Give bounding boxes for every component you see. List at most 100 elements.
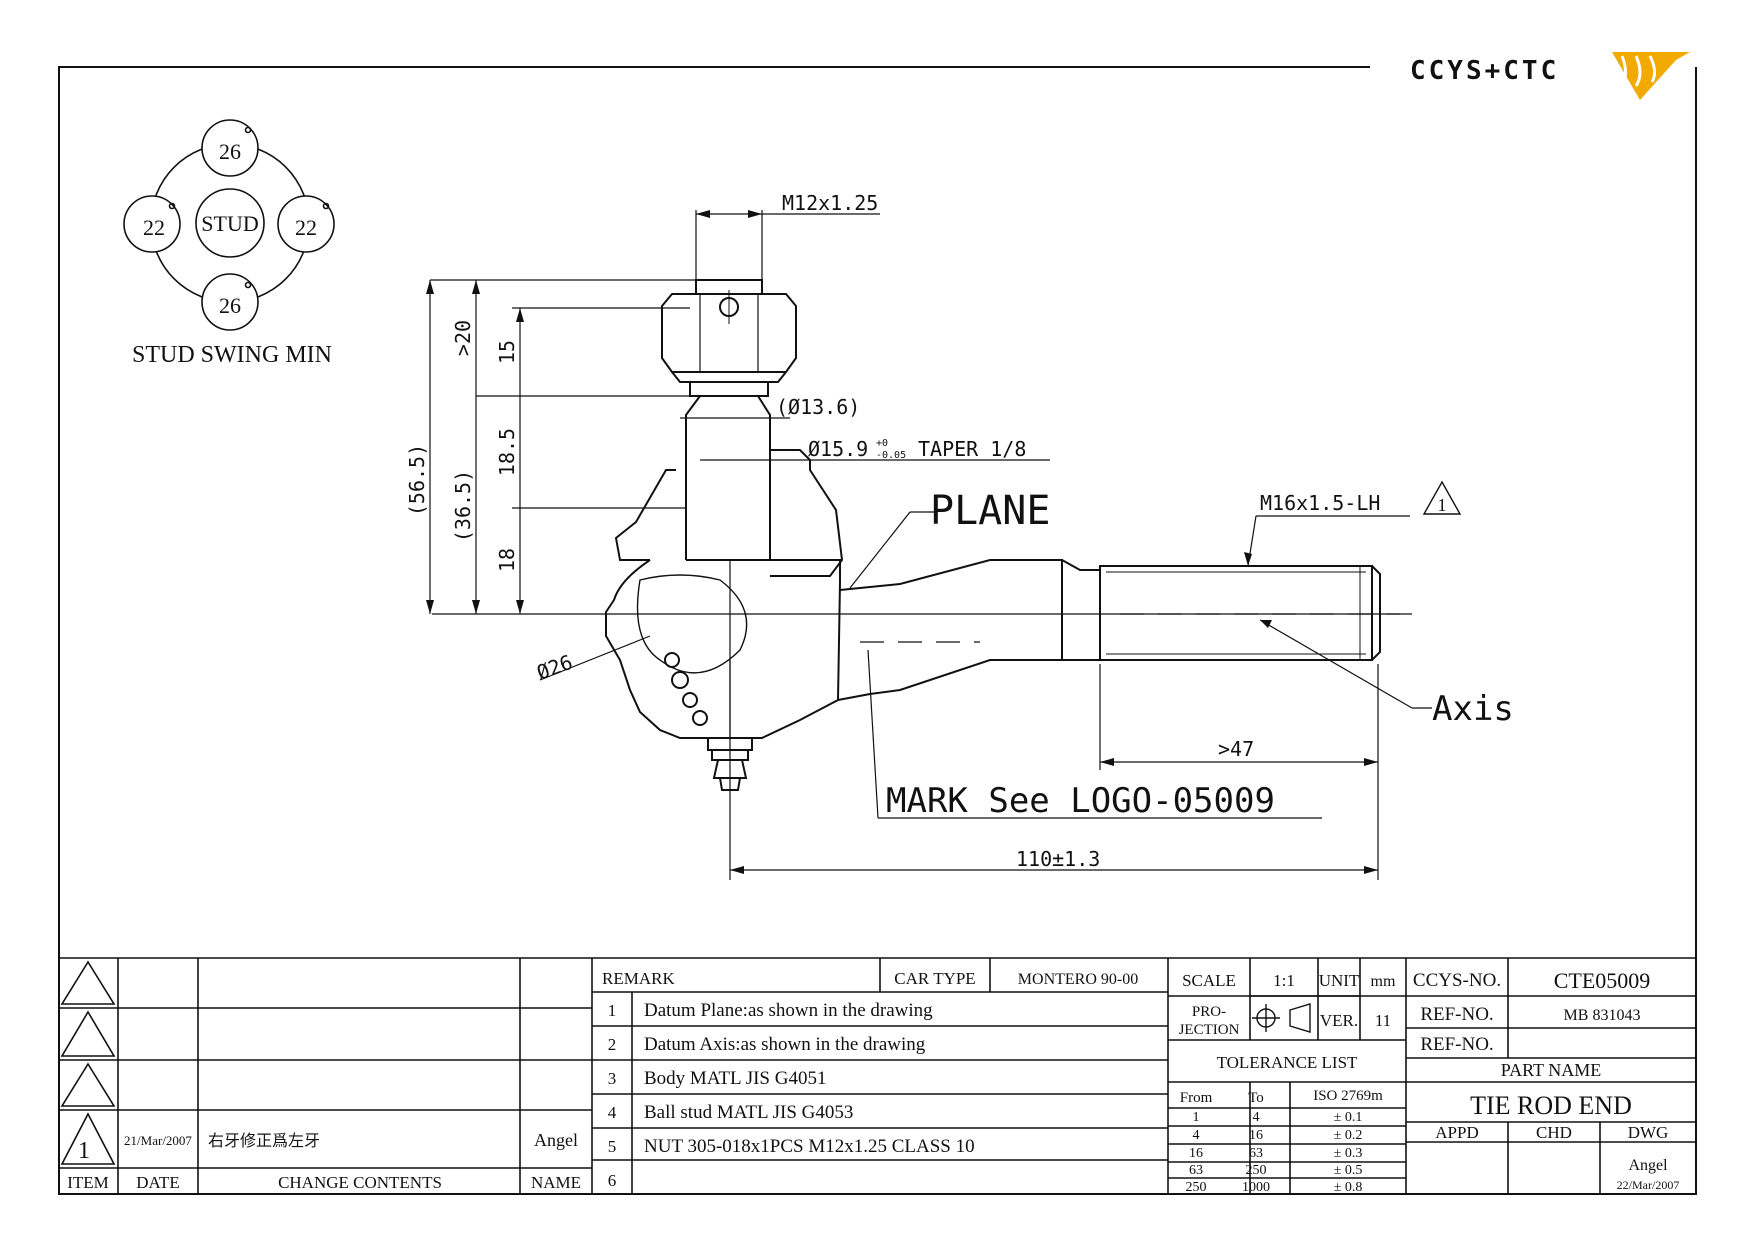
- appd-label: APPD: [1435, 1123, 1478, 1142]
- ref-no-value-1: MB 831043: [1564, 1007, 1641, 1024]
- remark-text: Body MATL JIS G4051: [644, 1068, 826, 1089]
- remark-no: 3: [608, 1069, 617, 1088]
- revision-triangles: [60, 960, 116, 1165]
- dim-tol-upper: +0: [876, 438, 888, 449]
- swing-caption: STUD SWING MIN: [132, 342, 332, 368]
- unit-value: mm: [1371, 973, 1396, 990]
- swing-right-value: 22: [295, 215, 317, 240]
- dim-18-5: 18.5: [495, 428, 519, 476]
- tolerance-title: TOLERANCE LIST: [1217, 1053, 1358, 1072]
- dimension-lines: [429, 210, 1432, 880]
- remark-no: 2: [608, 1035, 617, 1054]
- ccys-no-value: CTE05009: [1554, 968, 1651, 993]
- dim-d15-9: Ø15.9: [808, 437, 868, 461]
- projection-label-2: JECTION: [1179, 1022, 1240, 1038]
- remark-text: Ball stud MATL JIS G4053: [644, 1102, 853, 1123]
- company-logo: CCYS+CTC: [1410, 52, 1690, 100]
- remark-text: Datum Axis:as shown in the drawing: [644, 1034, 926, 1055]
- ccys-no-label: CCYS-NO.: [1413, 970, 1501, 991]
- header-name: NAME: [531, 1173, 581, 1192]
- unit-label: UNIT: [1319, 971, 1360, 990]
- tol-to: 4: [1253, 1110, 1260, 1125]
- tol-to: 63: [1249, 1146, 1263, 1161]
- remark-title: REMARK: [602, 969, 675, 988]
- rev-name-1: Angel: [534, 1130, 578, 1150]
- swing-center-label: STUD: [201, 211, 258, 236]
- tol-from: 63: [1189, 1163, 1203, 1178]
- projection-symbol-icon: [1252, 1003, 1311, 1033]
- dimension-arrows: [426, 210, 1378, 874]
- remark-text: NUT 305-018x1PCS M12x1.25 CLASS 10: [644, 1136, 975, 1157]
- tol-from: 4: [1193, 1128, 1200, 1143]
- header-item: ITEM: [67, 1173, 109, 1192]
- ver-value: 11: [1375, 1011, 1391, 1030]
- tol-value: ± 0.8: [1334, 1180, 1363, 1195]
- tol-value: ± 0.1: [1334, 1110, 1363, 1125]
- part-name-value: TIE ROD END: [1470, 1091, 1632, 1120]
- scale-value: 1:1: [1273, 971, 1295, 990]
- revision-mark: 1: [1438, 495, 1447, 515]
- remark-no: 4: [608, 1103, 617, 1122]
- tol-value: ± 0.5: [1334, 1163, 1363, 1178]
- tol-to: 16: [1249, 1128, 1263, 1143]
- logo-text: CCYS+CTC: [1410, 56, 1559, 86]
- dim-20: >20: [451, 320, 475, 356]
- remark-no: 1: [608, 1001, 617, 1020]
- remark-no: 5: [608, 1137, 617, 1156]
- title-block-grid: [59, 957, 1696, 1194]
- dim-d26: Ø26: [534, 650, 576, 685]
- remark-items: 1 Datum Plane:as shown in the drawing 2 …: [608, 1000, 975, 1190]
- dim-taper: TAPER 1/8: [918, 437, 1026, 461]
- dim-d13-6: (Ø13.6): [776, 395, 860, 419]
- tol-from: 16: [1189, 1146, 1203, 1161]
- projection-label-1: PRO-: [1192, 1004, 1226, 1020]
- dim-56-5: (56.5): [405, 444, 429, 516]
- dim-110: 110±1.3: [1016, 847, 1100, 871]
- dim-47: >47: [1218, 737, 1254, 761]
- tol-from: 1: [1193, 1110, 1200, 1125]
- stud-swing-diagram: [123, 119, 335, 331]
- dwg-label: DWG: [1628, 1123, 1669, 1142]
- tolerance-rows: 1 4 ± 0.1 4 16 ± 0.2 16 63 ± 0.3 63 250 …: [1186, 1110, 1363, 1195]
- car-type-value: MONTERO 90-00: [1018, 971, 1138, 988]
- scale-label: SCALE: [1182, 971, 1236, 990]
- tolerance-to-header: To: [1248, 1090, 1264, 1106]
- car-type-label: CAR TYPE: [894, 969, 975, 988]
- dim-36-5: (36.5): [451, 470, 475, 542]
- swing-top-value: 26: [219, 139, 241, 164]
- dim-m12: M12x1.25: [782, 191, 878, 215]
- tolerance-from-header: From: [1180, 1090, 1213, 1106]
- dim-m16: M16x1.5-LH: [1260, 491, 1380, 515]
- tol-to: 1000: [1242, 1180, 1270, 1195]
- axis-label: Axis: [1432, 689, 1514, 729]
- tol-value: ± 0.3: [1334, 1146, 1363, 1161]
- rev-item-1: 1: [78, 1138, 90, 1164]
- dim-tol-lower: -0.05: [876, 450, 906, 461]
- chd-label: CHD: [1536, 1123, 1572, 1142]
- plane-label: PLANE: [930, 488, 1050, 534]
- ver-label: VER.: [1320, 1011, 1358, 1030]
- ref-no-label-1: REF-NO.: [1420, 1004, 1493, 1025]
- drawn-date: 22/Mar/2007: [1617, 1178, 1680, 1192]
- ref-no-label-2: REF-NO.: [1420, 1034, 1493, 1055]
- rev-date-1: 21/Mar/2007: [124, 1133, 192, 1148]
- logo-mark-icon: [1612, 52, 1690, 100]
- swing-bottom-value: 26: [219, 293, 241, 318]
- mark-label: MARK See LOGO-05009: [886, 781, 1275, 821]
- dim-18: 18: [495, 548, 519, 572]
- swing-left-value: 22: [143, 215, 165, 240]
- revision-triangle-icon: [1422, 480, 1462, 515]
- part-name-label: PART NAME: [1501, 1060, 1601, 1080]
- tol-from: 250: [1186, 1180, 1207, 1195]
- tie-rod-end-part: [432, 279, 1412, 791]
- rev-contents-1: 右牙修正爲左牙: [208, 1131, 320, 1150]
- drawer-name: Angel: [1628, 1157, 1668, 1174]
- header-change-contents: CHANGE CONTENTS: [278, 1173, 442, 1192]
- remark-no: 6: [608, 1171, 617, 1190]
- dim-15: 15: [495, 340, 519, 364]
- remark-text: Datum Plane:as shown in the drawing: [644, 1000, 933, 1021]
- tolerance-standard: ISO 2769m: [1313, 1088, 1383, 1104]
- header-date: DATE: [136, 1173, 179, 1192]
- tol-to: 250: [1246, 1163, 1267, 1178]
